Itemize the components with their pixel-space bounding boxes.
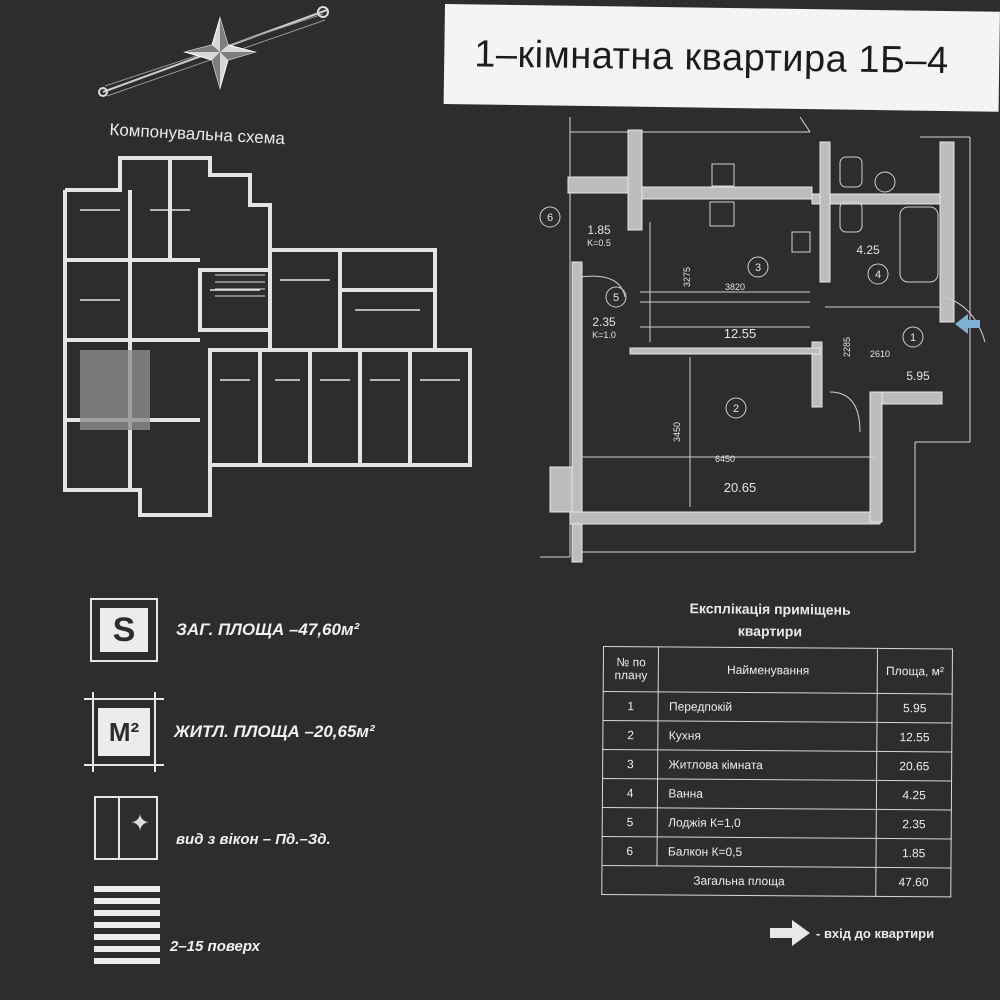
entrance-legend: - вхід до квартири <box>770 920 934 946</box>
table-row: 5 Лоджія К=1,0 2.35 <box>602 807 952 839</box>
room-3-area: 12.55 <box>724 326 757 341</box>
row-area: 5.95 <box>877 693 953 723</box>
floors-row <box>94 886 160 964</box>
floors-label: 2–15 поверх <box>170 938 261 955</box>
room-6-number: 6 <box>547 212 553 224</box>
row-area: 1.85 <box>876 838 952 868</box>
room-5-number: 5 <box>613 292 619 304</box>
row-num: 6 <box>601 836 658 866</box>
row-name: Кухня <box>658 720 878 752</box>
living-area-icon: M² <box>84 692 164 772</box>
row-name: Житлова кімната <box>657 749 878 781</box>
total-area-icon: S <box>90 598 158 662</box>
header-num: № по плану <box>603 646 659 692</box>
room-6-coef: K=0.5 <box>587 238 611 248</box>
table-row: 3 Житлова кімната 20.65 <box>602 749 952 781</box>
entrance-arrow-icon <box>955 314 980 334</box>
row-num: 2 <box>602 720 659 750</box>
room-1-number: 1 <box>910 332 916 344</box>
row-num: 5 <box>602 807 658 837</box>
dim-3450: 3450 <box>672 422 682 442</box>
total-area-label: ЗАГ. ПЛОЩА –47,60м² <box>176 620 360 639</box>
room-3-number: 3 <box>755 262 761 274</box>
header-name: Найменування <box>658 646 878 694</box>
dim-2285: 2285 <box>842 337 852 357</box>
floor-layout-scheme <box>63 156 472 517</box>
explication-table: № по плану Найменування Площа, м² 1 Пере… <box>601 646 953 897</box>
room-5-coef: K=1.0 <box>592 330 616 340</box>
room-5-area: 2.35 <box>592 315 616 329</box>
row-name: Балкон К=0,5 <box>657 836 877 868</box>
explication-title: Експлікація приміщень квартири <box>640 597 900 644</box>
explication-title-line2: квартири <box>737 622 803 640</box>
living-area-label: ЖИТЛ. ПЛОЩА –20,65м² <box>174 722 375 741</box>
dim-2610: 2610 <box>870 349 890 359</box>
window-compass-icon: ✦ <box>94 796 158 860</box>
total-area: 47.60 <box>876 867 951 897</box>
apartment-floor-plan: 6 1.85 K=0.5 3 4 4.25 5 2.35 K=1.0 12.55… <box>539 116 986 563</box>
header-area: Площа, м² <box>877 648 953 694</box>
row-name: Передпокій <box>658 691 878 723</box>
room-2-area: 20.65 <box>724 480 757 495</box>
table-row: 2 Кухня 12.55 <box>602 720 952 752</box>
dim-3820: 3820 <box>725 282 745 292</box>
row-name: Ванна <box>657 778 877 810</box>
living-area-row: M² ЖИТЛ. ПЛОЩА –20,65м² <box>84 692 375 772</box>
dim-6450: 6450 <box>715 454 735 464</box>
room-6-area: 1.85 <box>587 223 611 237</box>
table-row: 6 Балкон К=0,5 1.85 <box>601 836 952 868</box>
window-view-row: ✦ вид з вікон – Пд.–Зд. <box>94 796 331 860</box>
table-row: 1 Передпокій 5.95 <box>602 691 953 723</box>
floors-stack-icon <box>94 886 160 964</box>
explication-title-line1: Експлікація приміщень <box>689 600 851 618</box>
row-area: 20.65 <box>876 751 952 781</box>
scheme-title: Компонувальна схема <box>109 120 286 149</box>
table-row: 4 Ванна 4.25 <box>602 778 952 810</box>
row-area: 12.55 <box>877 722 952 752</box>
row-num: 4 <box>602 778 658 808</box>
window-view-label: вид з вікон – Пд.–Зд. <box>176 830 331 848</box>
dim-3275: 3275 <box>682 267 692 287</box>
room-4-area: 4.25 <box>856 243 880 257</box>
room-1-area: 5.95 <box>906 369 930 383</box>
explication-header-row: № по плану Найменування Площа, м² <box>603 646 953 694</box>
entrance-legend-label: - вхід до квартири <box>816 925 935 941</box>
total-area-row: S ЗАГ. ПЛОЩА –47,60м² <box>90 598 359 662</box>
row-area: 2.35 <box>876 809 952 839</box>
page-title: 1–кімнатна квартира 1Б–4 <box>443 4 1000 112</box>
row-area: 4.25 <box>876 780 952 810</box>
total-row: Загальна площа 47.60 <box>601 865 951 897</box>
row-name: Лоджія К=1,0 <box>657 807 877 839</box>
row-num: 3 <box>602 749 659 779</box>
total-label: Загальна площа <box>601 865 877 897</box>
entrance-arrow-icon <box>770 920 810 946</box>
room-2-number: 2 <box>733 403 739 415</box>
row-num: 1 <box>602 691 659 721</box>
compass-rose-icon <box>98 6 329 97</box>
room-4-number: 4 <box>875 269 881 281</box>
